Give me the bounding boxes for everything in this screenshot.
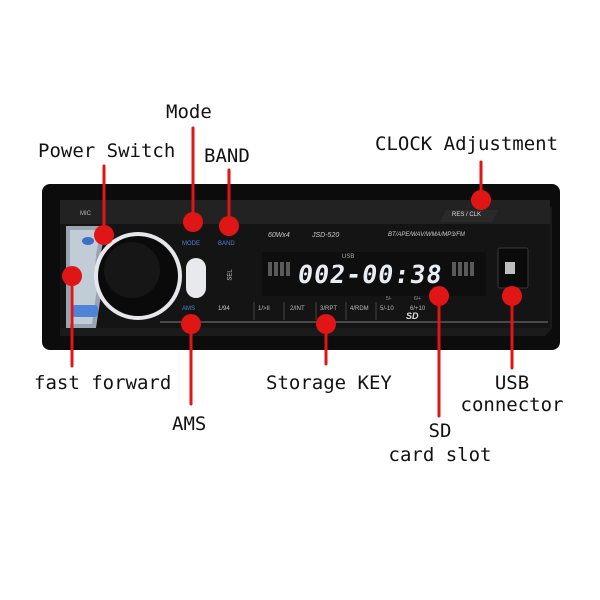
label-power-switch: Power Switch [38, 140, 176, 162]
marker-band [219, 216, 239, 236]
ams-button-label[interactable]: AMS [182, 306, 196, 312]
band-button-label[interactable]: BAND [218, 241, 235, 247]
marker-fast-forward [62, 266, 82, 286]
marker-sd-card-slot [429, 286, 449, 306]
marker-storage-key [316, 314, 336, 334]
power-rating: 60Wx4 [268, 232, 290, 239]
res-clk-label[interactable]: RES / CLK [452, 212, 482, 218]
label-band: BAND [204, 145, 250, 167]
sel-button[interactable] [186, 258, 206, 298]
res-clk-button[interactable] [440, 210, 498, 222]
preset-top-5: 5/- [386, 296, 392, 302]
marker-mode [183, 212, 203, 232]
usb-indicator: USB [342, 254, 355, 260]
usb-icon [505, 262, 515, 274]
blue-accent [82, 237, 94, 245]
annotation-lines [70, 126, 514, 418]
label-fast-forward: fast forward [34, 372, 172, 394]
preset-top-6: 6/+ [414, 296, 422, 302]
mode-button-label[interactable]: MODE [182, 241, 200, 247]
dial-side-label-2: 1/94 [218, 306, 230, 312]
lcd-display [262, 252, 486, 296]
label-usb-line2: connector [460, 394, 564, 416]
blue-accent [72, 305, 98, 317]
display-readout: 002-00:38 [295, 260, 445, 289]
preset-2[interactable]: 2/INT [290, 306, 305, 312]
marker-usb-connector [502, 286, 522, 306]
label-storage-key: Storage KEY [266, 372, 392, 394]
dial-side-label-1: SEL [227, 269, 234, 281]
label-sd-line1: SD [428, 420, 452, 442]
label-sd-line2: card slot [388, 444, 492, 466]
marker-power-switch [94, 225, 114, 245]
model-label: JSD-520 [312, 232, 340, 239]
preset-6[interactable]: 6/+10 [410, 306, 426, 312]
preset-5[interactable]: 5/-10 [380, 306, 394, 312]
label-ams: AMS [172, 413, 207, 435]
marker-clock-adjustment [471, 190, 491, 210]
label-clock-adjustment: CLOCK Adjustment [375, 133, 559, 155]
mic-label: MIC [80, 211, 91, 217]
preset-4[interactable]: 4/RDM [350, 306, 369, 312]
marker-ams [181, 314, 201, 334]
label-usb-line1: USB [494, 372, 530, 394]
label-mode: Mode [166, 101, 212, 123]
annotation-markers [62, 190, 522, 334]
sd-logo: SD [406, 311, 419, 321]
preset-1[interactable]: 1/>II [258, 306, 270, 312]
label-sd-card-slot: SD card slot [384, 420, 496, 466]
preset-3[interactable]: 3/RPT [320, 306, 338, 312]
label-usb: USB connector [456, 372, 568, 416]
formats-label: BT/APE/WAV/WMA/MP3/FM [388, 232, 465, 238]
